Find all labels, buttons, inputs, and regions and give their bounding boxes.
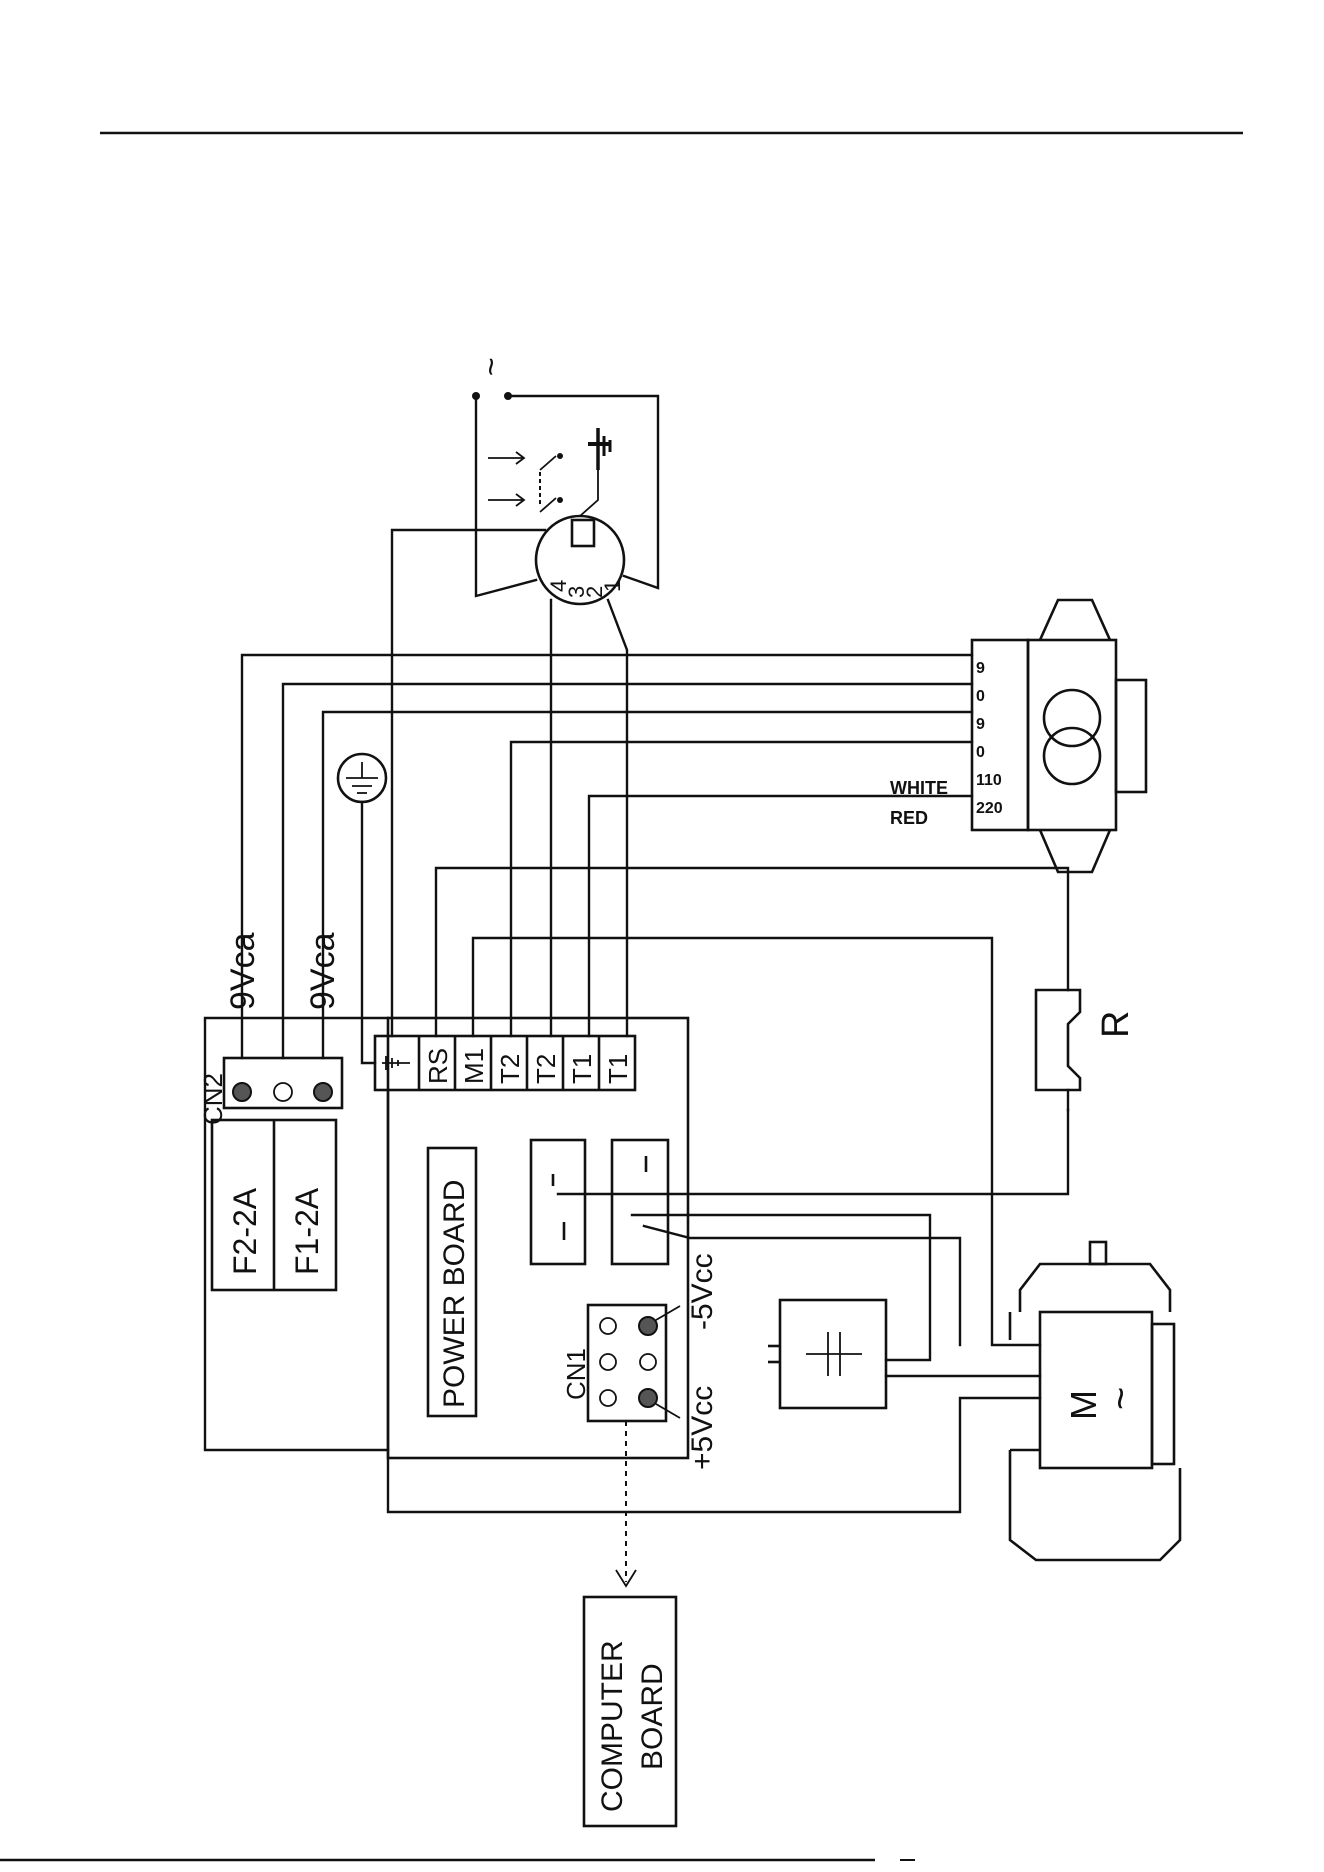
cn2-pin-2 — [274, 1083, 292, 1101]
motor-label: M — [1063, 1390, 1104, 1420]
mains-ground-icon — [588, 428, 610, 470]
wire-rs-resistor — [436, 868, 1068, 1036]
terminal-ground-icon — [382, 1056, 410, 1070]
cn1-label: CN1 — [561, 1348, 591, 1400]
wire-red-label: RED — [890, 808, 928, 828]
terminal-label-1: RS — [423, 1048, 453, 1084]
computer-board-label-2: BOARD — [636, 1663, 669, 1770]
cn2-pin-3 — [314, 1083, 332, 1101]
cn2-label: CN2 — [198, 1073, 228, 1125]
tap-label-3: 9 — [976, 716, 985, 733]
terminal-label-3: T2 — [495, 1054, 525, 1084]
wire-9vca-1 — [242, 655, 972, 1058]
terminal-label-5: T1 — [567, 1054, 597, 1084]
resistor — [1036, 990, 1080, 1110]
cn1-pin-plus — [639, 1389, 657, 1407]
switch-arrows-icon — [488, 452, 563, 512]
switch-fuse — [572, 520, 594, 546]
voltage-plus-label: +5Vcc — [686, 1386, 719, 1470]
tap-label-5: 110 — [976, 772, 1002, 789]
voltage-ac-label-2: 9Vca — [304, 932, 342, 1010]
wire-t1-switch — [608, 600, 627, 1036]
fuse-f2-label: F2-2A — [227, 1187, 263, 1275]
tap-label-1: 9 — [976, 660, 985, 677]
voltage-minus-label: -5Vcc — [686, 1253, 719, 1330]
relay-1 — [531, 1140, 585, 1264]
capacitor — [768, 1300, 886, 1408]
wire-switch-ground — [392, 530, 545, 1036]
power-board-label: POWER BOARD — [438, 1180, 471, 1408]
tap-label-2: 0 — [976, 688, 985, 705]
ground-wire — [362, 802, 375, 1063]
voltage-ac-label-1: 9Vca — [224, 932, 262, 1010]
wire-white-label: WHITE — [890, 778, 948, 798]
cn1-pin-minus — [639, 1317, 657, 1335]
wire-m1-motor — [473, 938, 1040, 1345]
terminal-label-4: T2 — [531, 1054, 561, 1084]
wire-t1-transformer — [589, 796, 972, 1036]
mains-wire-right — [508, 396, 658, 588]
fuse-f1-label: F1-2A — [289, 1187, 325, 1275]
resistor-label: R — [1095, 1011, 1137, 1038]
cn2-pin-1 — [233, 1083, 251, 1101]
terminal-label-6: T1 — [603, 1054, 633, 1084]
relay-2 — [612, 1140, 668, 1264]
terminal-label-2: M1 — [459, 1048, 489, 1084]
wire-9vca-2 — [323, 712, 972, 1058]
chassis-ground-icon — [338, 754, 386, 802]
ac-symbol: ~ — [473, 357, 509, 376]
transformer — [972, 600, 1146, 872]
motor-ac-symbol: ~ — [1099, 1387, 1143, 1410]
terminal-strip: RS M1 T2 T2 T1 T1 — [375, 1036, 635, 1090]
tap-label-4: 0 — [976, 744, 985, 761]
mains-wire-left — [476, 396, 536, 596]
computer-board-label-1: COMPUTER — [596, 1640, 629, 1812]
switch-pin-1: 1 — [600, 580, 625, 592]
tap-label-6: 220 — [976, 800, 1003, 817]
